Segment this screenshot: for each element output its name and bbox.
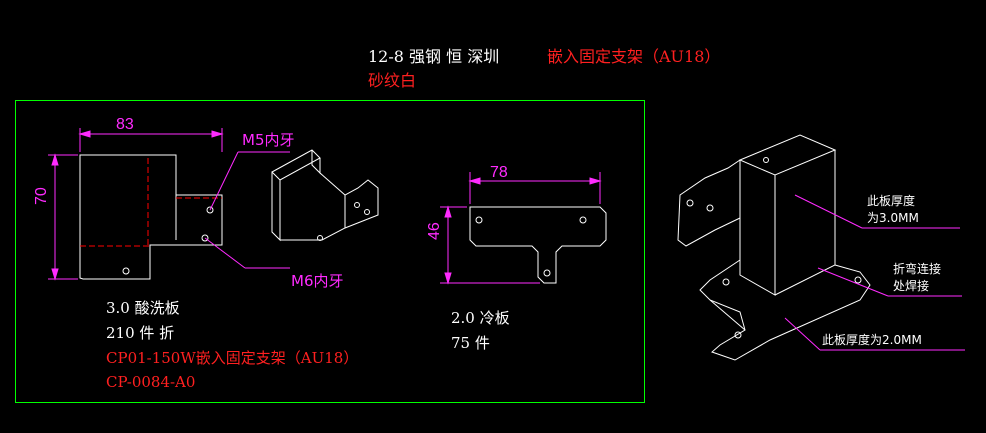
part2-dim-height: 46 [426,222,443,240]
drawing-title-finish: 砂纹白 [368,71,417,90]
callout-m6-thread: M6内牙 [291,272,344,290]
part2-material: 2.0 冷板 [451,309,510,327]
note-thickness-top-line1: 此板厚度 [867,194,916,208]
part1-material: 3.0 酸洗板 [106,299,180,317]
note-thickness-top-line2: 为3.0MM [867,211,919,225]
note-thickness-bottom: 此板厚度为2.0MM [822,333,922,347]
drawing-title-product: 嵌入固定支架（AU18） [547,47,721,66]
part1-number: CP-0084-A0 [106,373,196,391]
part1-dim-height: 70 [33,187,50,205]
part2-flat-view [469,206,607,284]
note-weld-line2: 处焊接 [893,279,930,293]
part1-dimensions [48,128,290,281]
part1-dim-width: 83 [116,116,134,133]
callout-m5-thread: M5内牙 [242,131,295,149]
part1-name: CP01-150W嵌入固定支架（AU18） [106,349,359,367]
part1-centerlines [80,158,222,247]
assembly-iso-view [677,134,871,361]
part1-quantity: 210 件 折 [106,324,175,342]
part2-quantity: 75 件 [451,334,490,352]
part2-dim-width: 78 [490,164,508,181]
part1-iso-view [271,149,379,242]
note-weld-line1: 折弯连接 [893,262,942,276]
drawing-title-prefix: 12-8 强钢 恒 深圳 [368,47,500,66]
drawing-frame [15,100,645,403]
part1-flat-view [79,154,223,280]
part2-dimensions [440,172,602,285]
assembly-leaders [784,194,965,351]
